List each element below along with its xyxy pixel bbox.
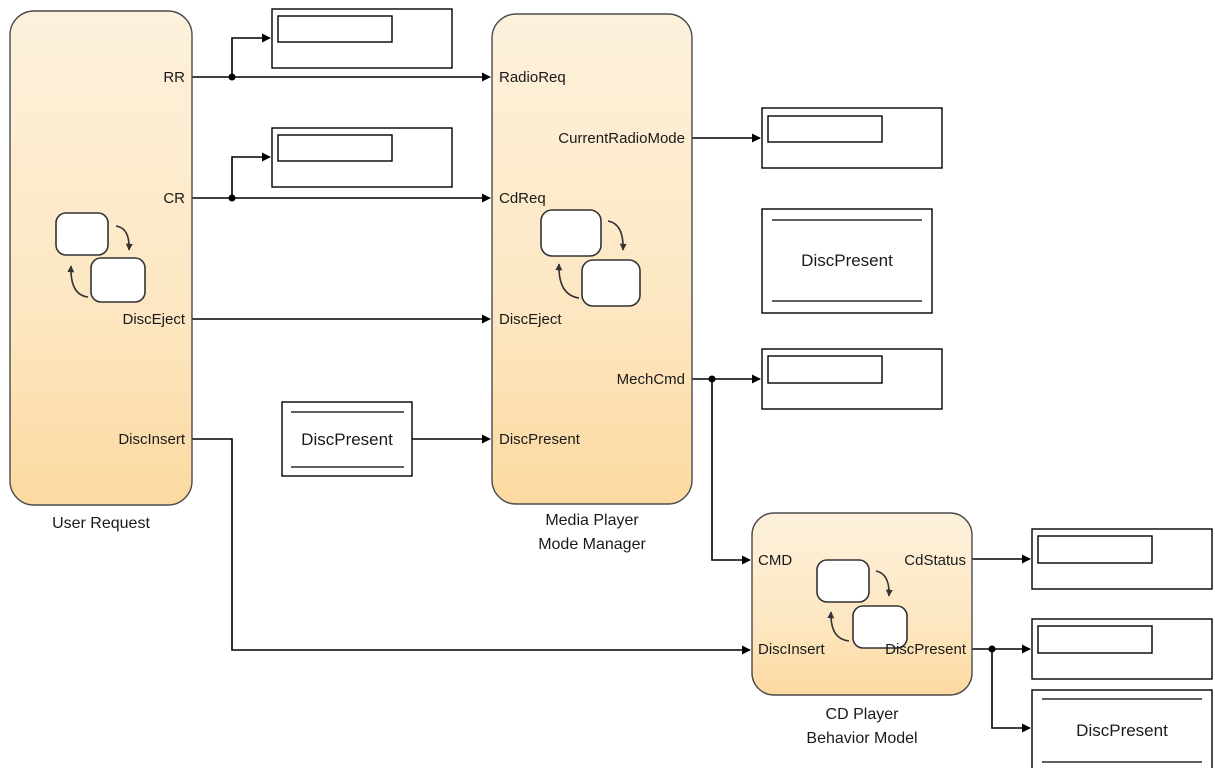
signal-line-disc-present-write[interactable]: [991, 649, 1031, 733]
media-player-mode-manager-block[interactable]: RadioReq CdReq DiscEject DiscPresent Cur…: [491, 13, 693, 553]
cd-player-behavior-model-block[interactable]: CMD DiscInsert CdStatus DiscPresent CD P…: [751, 512, 973, 747]
signal-lines: [192, 33, 1031, 733]
display-block-cd-status[interactable]: [1031, 528, 1213, 590]
data-store-read-label: DiscPresent: [301, 430, 393, 449]
port-label-mech-cmd: MechCmd: [617, 371, 685, 388]
branch-point: [708, 375, 716, 383]
block-name-user-request: User Request: [52, 515, 150, 532]
display-block-mech-cmd[interactable]: [761, 348, 943, 410]
user-request-block[interactable]: RR CR DiscEject DiscInsert User Request: [9, 10, 193, 532]
signal-line-disc-insert[interactable]: [192, 438, 751, 655]
media-player-chart-body[interactable]: [491, 13, 693, 505]
data-store-write-block[interactable]: DiscPresent: [1031, 689, 1213, 768]
port-label-current-radio-mode: CurrentRadioMode: [558, 130, 685, 147]
stateflow-chart-icon: [816, 559, 908, 649]
branch-point: [228, 73, 236, 81]
port-label-radio-req: RadioReq: [499, 69, 566, 86]
data-store-write-label: DiscPresent: [1076, 721, 1168, 740]
display-block-disc-present[interactable]: [1031, 618, 1213, 680]
port-label-disc-eject-in: DiscEject: [499, 311, 562, 328]
port-label-disc-insert: DiscInsert: [118, 431, 186, 448]
port-label-cr: CR: [163, 190, 185, 207]
cd-player-chart-body[interactable]: [751, 512, 973, 696]
signal-line-cr-display[interactable]: [231, 152, 271, 198]
data-store-memory-block[interactable]: DiscPresent: [761, 208, 933, 314]
signal-line-rr-display[interactable]: [231, 33, 271, 77]
port-label-disc-insert-in: DiscInsert: [758, 641, 826, 658]
port-label-disc-present-in: DiscPresent: [499, 431, 581, 448]
data-store-memory-label: DiscPresent: [801, 251, 893, 270]
port-label-cd-status: CdStatus: [904, 552, 966, 569]
signal-line-mech-cmd-to-cd[interactable]: [711, 379, 751, 565]
branch-point: [988, 645, 996, 653]
stateflow-chart-icon: [55, 212, 146, 303]
port-label-disc-present-out: DiscPresent: [885, 641, 967, 658]
port-label-rr: RR: [163, 69, 185, 86]
port-label-disc-eject: DiscEject: [122, 311, 185, 328]
branch-point: [228, 194, 236, 202]
port-label-cd-req: CdReq: [499, 190, 546, 207]
block-name-cd-player-line1: CD Player: [826, 706, 900, 723]
data-store-read-block[interactable]: DiscPresent: [281, 401, 413, 477]
port-label-cmd: CMD: [758, 552, 792, 569]
block-name-cd-player-line2: Behavior Model: [806, 730, 917, 747]
display-block-current-radio-mode[interactable]: [761, 107, 943, 169]
block-name-media-player-line1: Media Player: [545, 512, 639, 529]
display-block-rr[interactable]: [271, 8, 453, 69]
stateflow-chart-icon: [540, 209, 641, 307]
block-name-media-player-line2: Mode Manager: [538, 536, 646, 553]
display-block-cr[interactable]: [271, 127, 453, 188]
